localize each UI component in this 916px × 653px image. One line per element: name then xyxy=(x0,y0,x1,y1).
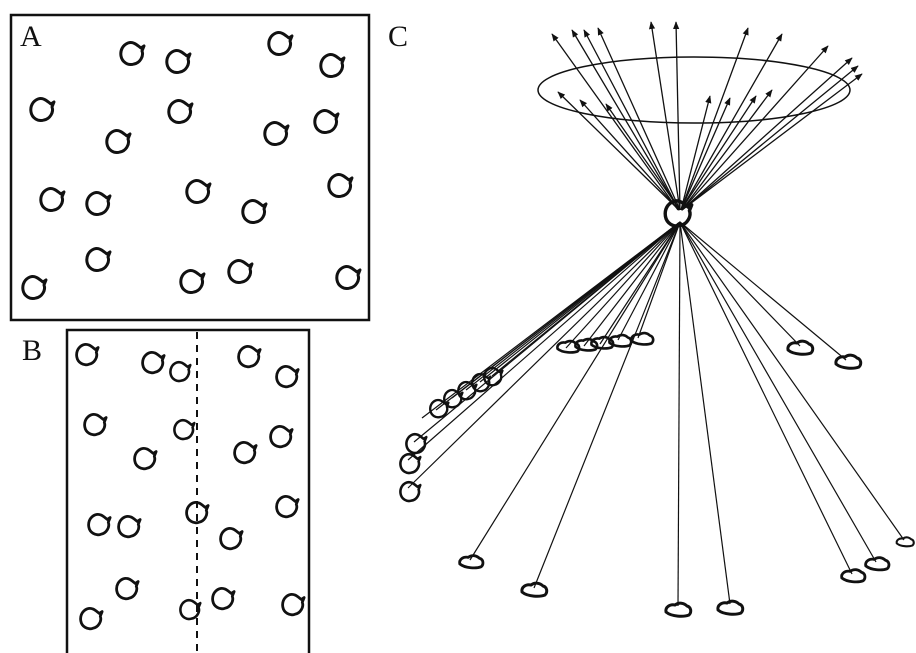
incoming-ray xyxy=(681,45,829,211)
cell xyxy=(87,512,112,537)
panel-b-label: B xyxy=(22,334,42,367)
cell xyxy=(319,53,346,79)
cell xyxy=(179,269,206,295)
endpoint-cell xyxy=(895,535,916,548)
incoming-ray xyxy=(597,27,681,211)
cell xyxy=(167,99,194,125)
endpoint-cell xyxy=(630,331,655,346)
panel-c: C xyxy=(388,20,916,618)
trajectory-line xyxy=(407,221,681,489)
panel-b: B xyxy=(22,328,311,653)
trajectory-line xyxy=(617,221,681,341)
endpoint-cell xyxy=(864,556,891,572)
cell xyxy=(275,494,300,519)
cell xyxy=(83,412,108,437)
incoming-ray xyxy=(680,95,757,211)
trajectory-line xyxy=(407,221,681,461)
cone-ring xyxy=(537,56,851,124)
trajectory-line xyxy=(533,221,681,589)
incoming-ray xyxy=(681,57,853,211)
cell xyxy=(237,344,262,369)
cell xyxy=(79,606,104,631)
endpoint-cell xyxy=(405,432,428,455)
cell xyxy=(327,173,354,199)
cell xyxy=(141,350,166,375)
trajectory-line xyxy=(583,221,681,347)
cell xyxy=(105,129,132,155)
cell xyxy=(211,586,236,611)
panel-b-frame xyxy=(65,328,311,653)
panel-b-cells xyxy=(75,342,306,631)
endpoint-cell xyxy=(840,568,867,584)
endpoint-cell xyxy=(399,452,422,475)
cell xyxy=(227,259,254,285)
incident-rays xyxy=(551,21,863,211)
incoming-ray xyxy=(673,21,681,211)
cell xyxy=(117,514,142,539)
cell xyxy=(165,49,192,75)
panel-c-label: C xyxy=(388,20,408,53)
trajectory-line xyxy=(637,221,681,339)
cell xyxy=(21,275,48,301)
cell xyxy=(119,41,146,67)
cell xyxy=(281,592,306,617)
incoming-ray xyxy=(605,103,681,211)
incoming-ray xyxy=(680,95,712,211)
trajectory-line xyxy=(679,221,877,563)
panel-a-label: A xyxy=(20,20,42,53)
trajectory-line xyxy=(679,221,801,347)
cell xyxy=(313,109,340,135)
trajectory-line xyxy=(679,221,847,361)
cell xyxy=(85,247,112,273)
cell xyxy=(263,121,290,147)
cell xyxy=(241,199,268,225)
endpoint-cell xyxy=(834,353,863,370)
incoming-ray xyxy=(551,33,679,211)
cell xyxy=(169,360,192,383)
cell xyxy=(29,97,56,123)
cell xyxy=(233,440,258,465)
incoming-ray xyxy=(681,65,859,211)
cell xyxy=(219,526,244,551)
panel-a-cells xyxy=(21,31,362,301)
trajectory-rays xyxy=(407,221,905,607)
trajectory-line xyxy=(679,221,853,575)
cell xyxy=(115,576,140,601)
trajectory-line xyxy=(469,221,681,561)
trajectory-line xyxy=(677,221,681,607)
cell xyxy=(75,342,100,367)
endpoint-cell xyxy=(786,339,815,356)
panel-a-frame xyxy=(9,13,371,322)
cell xyxy=(267,31,294,57)
cell xyxy=(85,191,112,217)
trajectory-line xyxy=(565,221,681,349)
cell xyxy=(133,446,158,471)
cell xyxy=(185,179,212,205)
cell xyxy=(269,424,294,449)
cell xyxy=(335,265,362,291)
panel-a: A xyxy=(9,13,371,322)
incoming-ray xyxy=(680,33,783,211)
incoming-ray xyxy=(557,91,680,211)
incoming-ray xyxy=(579,99,680,211)
incoming-ray xyxy=(571,29,680,211)
trajectory-line xyxy=(679,221,731,605)
cell xyxy=(275,364,300,389)
cell xyxy=(39,187,66,213)
cell xyxy=(173,418,196,441)
incoming-ray xyxy=(681,73,863,211)
trajectory-endpoint-cells xyxy=(399,331,916,618)
incoming-ray xyxy=(681,89,773,211)
trajectory-line xyxy=(679,221,905,541)
incoming-ray xyxy=(648,21,681,211)
endpoint-cell xyxy=(520,581,549,598)
central-cell xyxy=(663,199,694,228)
incoming-ray xyxy=(680,27,749,211)
incoming-ray xyxy=(583,29,680,211)
incoming-ray xyxy=(680,97,731,211)
